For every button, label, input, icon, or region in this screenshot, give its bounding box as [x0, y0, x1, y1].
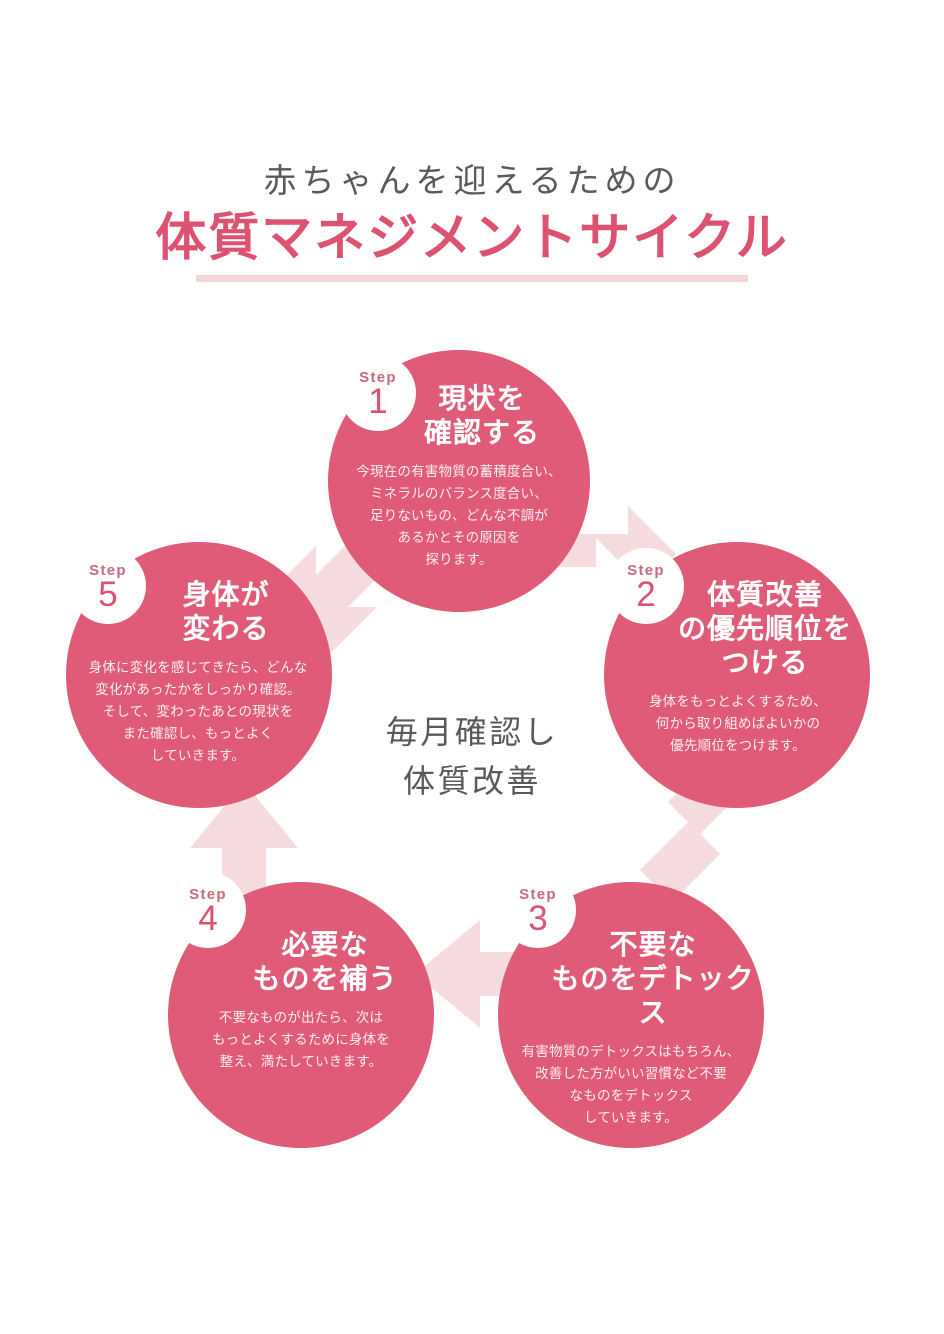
step-badge-3-label: Step	[519, 885, 557, 903]
cycle-diagram: 毎月確認し 体質改善 現状を 確認する 今現在の有害物質の蓄積度合い、 ミネラル…	[0, 330, 944, 1190]
step-circle-3[interactable]: 不要な ものをデトックス 有害物質のデトックスはもちろん、 改善した方がいい習慣…	[498, 882, 764, 1148]
step-circle-4[interactable]: 必要な ものを補う 不要なものが出たら、次は もっとよくするために身体を 整え、…	[168, 882, 434, 1148]
step-1-body: 今現在の有害物質の蓄積度合い、 ミネラルのバランス度合い、 足りないもの、どんな…	[356, 464, 562, 567]
step-badge-1-number: 1	[368, 381, 388, 421]
step-5-title: 身体が 変わる	[182, 579, 270, 645]
title-underline-rule	[196, 275, 748, 283]
step-3-body: 有害物質のデトックスはもちろん、 改善した方がいい習慣など不要 なものをデトック…	[521, 1044, 741, 1126]
step-badge-3: Step 3	[500, 872, 576, 948]
arrow-step4-to-step5	[190, 782, 298, 906]
page-title: 体質マネジメントサイクル	[155, 209, 789, 267]
step-badge-5-number: 5	[98, 574, 118, 614]
step-badge-5-label: Step	[89, 561, 127, 579]
header-subtitle: 赤ちゃんを迎えるための	[263, 162, 681, 199]
step-badge-4-label: Step	[189, 885, 227, 903]
step-badge-2-number: 2	[636, 574, 656, 614]
step-1-title: 現状を 確認する	[423, 383, 540, 449]
step-4-title: 必要な ものを補う	[252, 929, 398, 995]
step-badge-4: Step 4	[170, 872, 246, 948]
header: 赤ちゃんを迎えるための 体質マネジメントサイクル	[0, 160, 944, 283]
step-3-title: 不要な ものをデトックス	[551, 929, 755, 1029]
arrow-step3-to-step4	[415, 920, 533, 1028]
step-5-body: 身体に変化を感じてきたら、どんな 変化があったかをしっかり確認。 そして、変わっ…	[88, 660, 308, 763]
step-badge-1-label: Step	[359, 368, 397, 386]
center-caption: 毎月確認し 体質改善	[385, 714, 559, 799]
step-badge-2: Step 2	[608, 548, 684, 624]
step-2-title: 体質改善 の優先順位を つける	[677, 579, 852, 679]
step-4-body: 不要なものが出たら、次は もっとよくするために身体を 整え、満たしていきます。	[211, 1010, 391, 1070]
step-2-body: 身体をもっとよくするため、 何から取り組めばよいかの 優先順位をつけます。	[648, 694, 828, 754]
step-badge-4-number: 4	[198, 898, 218, 938]
step-badge-2-label: Step	[627, 561, 665, 579]
step-badge-5: Step 5	[70, 548, 146, 624]
step-badge-1: Step 1	[340, 355, 416, 431]
step-badge-3-number: 3	[528, 898, 548, 938]
